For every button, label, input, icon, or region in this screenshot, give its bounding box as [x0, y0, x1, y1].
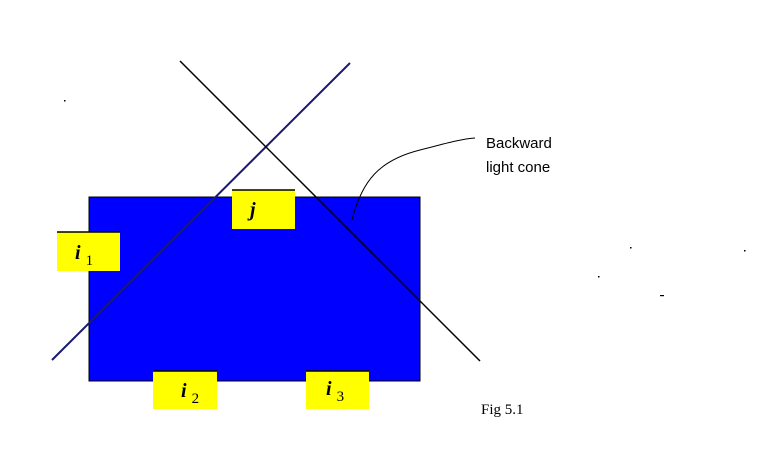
stray-marks	[64, 100, 746, 297]
event-box-j: j	[232, 189, 295, 229]
annotation-line-2: light cone	[486, 159, 550, 176]
event-label-i3: i 3	[326, 378, 344, 405]
event-box-i1: i 1	[57, 231, 120, 271]
figure-caption: Fig 5.1	[481, 402, 524, 418]
spacetime-region	[88, 196, 421, 382]
event-label-i2: i 2	[181, 380, 199, 407]
event-label-i1: i 1	[75, 242, 93, 269]
light-cone-right-line	[179, 60, 481, 362]
annotation-line-1: Backward	[486, 135, 552, 152]
annotation-leader-line	[351, 137, 476, 221]
event-box-i2: i 2	[153, 370, 217, 409]
light-cone-left-line	[51, 62, 351, 361]
event-label-j: j	[247, 199, 256, 221]
event-box-i3: i 3	[306, 370, 369, 409]
